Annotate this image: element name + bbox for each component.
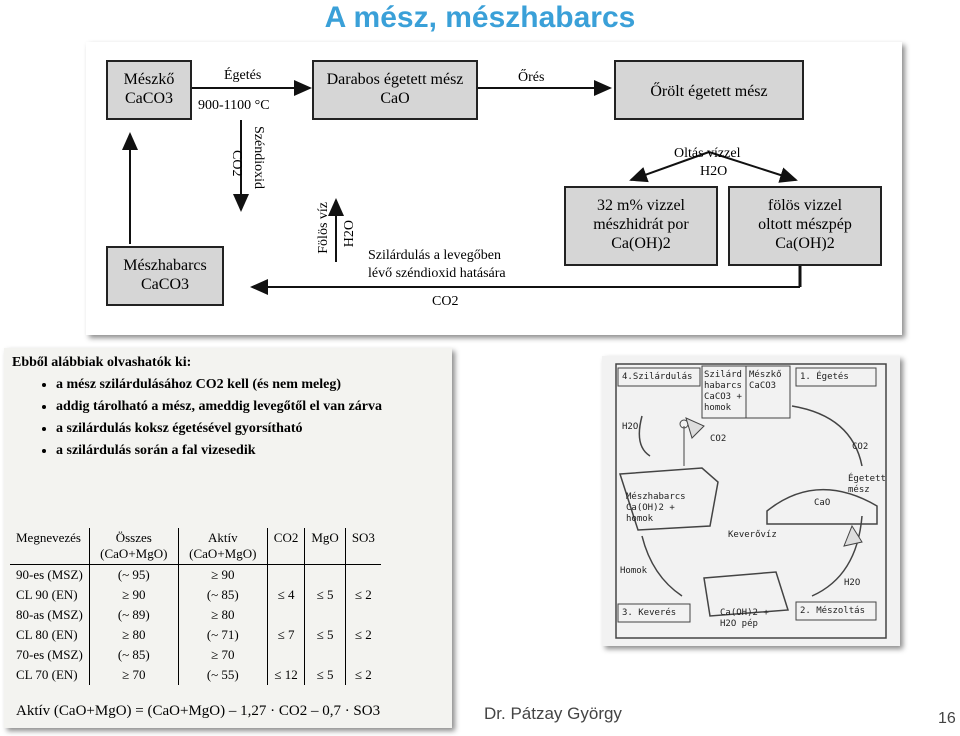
table-row: CL 90 (EN)≥ 90(~ 85)≤ 4≤ 5≤ 2: [10, 585, 381, 605]
sketch-top-right: Mészkő CaCO3: [749, 370, 782, 391]
note-item: a mész szilárdulásához CO2 kell (és nem …: [56, 376, 382, 394]
folos-box: fölös vizzel oltott mészpép Ca(OH)2: [728, 186, 882, 266]
note-item: a szilárdulás koksz égetésével gyorsítha…: [56, 420, 382, 438]
sketch-meszhabarcs: Mészhabarcs Ca(OH)2 + homok: [626, 492, 686, 524]
table-row: CL 70 (EN)≥ 70(~ 55)≤ 12≤ 5≤ 2: [10, 665, 381, 685]
szilardulas-label-2: lévő széndioxid hatására: [368, 266, 506, 281]
folos-viz-label: Fölös víz: [316, 202, 331, 254]
ores-label: Őrés: [518, 70, 545, 85]
notes-table-panel: Ebből alábbiak olvashatók ki: a mész szi…: [4, 348, 452, 728]
diagram-arrows: [122, 80, 802, 295]
table-header: Aktív (CaO+MgO): [178, 528, 268, 565]
orolt-box: Őrölt égetett mész: [614, 60, 804, 120]
table-header: CO2: [267, 528, 306, 565]
szilardulas-label-1: Szilárdulás a levegőben: [368, 248, 501, 263]
table-header: Összes (CaO+MgO): [89, 528, 179, 565]
sketch-cao: CaO: [814, 498, 831, 508]
darabos-box: Darabos égetett mész CaO: [312, 60, 478, 120]
sketch-step1: 1. Égetés: [800, 372, 849, 382]
sketch-cap: Ca(OH)2 + H2O pép: [720, 608, 769, 629]
table-row: CL 80 (EN)≥ 80(~ 71)≤ 7≤ 5≤ 2: [10, 625, 381, 645]
note-item: addig tárolható a mész, ameddig levegőtő…: [56, 398, 382, 416]
author-footer: Dr. Pátzay György: [484, 704, 622, 723]
sketch-co2-b: CO2: [852, 442, 869, 452]
table-row: 90-es (MSZ)(~ 95)≥ 90: [10, 564, 381, 585]
table-header: Megnevezés: [10, 528, 90, 565]
meszhabarcs-box: Mészhabarcs CaCO3: [106, 246, 224, 306]
meszhidrat-box: 32 m% vizzel mészhidrát por Ca(OH)2: [564, 186, 718, 266]
sketch-h2o: H2O: [622, 422, 639, 432]
table-header: SO3: [345, 528, 381, 565]
lime-spec-table: Megnevezés Összes (CaO+MgO) Aktív (CaO+M…: [10, 528, 381, 685]
notes-heading: Ebből alábbiak olvashatók ki:: [12, 355, 192, 370]
co2-vertical-label: CO2: [229, 150, 244, 177]
sketch-top-left: Szilárd habarcs CaCO3 + homok: [704, 370, 742, 413]
oltas-h2o-label: H2O: [700, 164, 728, 179]
oltas-label: Oltás vízzel: [674, 146, 741, 161]
meszko-box: Mészkő CaCO3: [106, 60, 192, 120]
sketch-step2: 2. Mészoltás: [800, 606, 866, 616]
temperature-label: 900-1100 °C: [198, 98, 270, 113]
sketch-drawing: [615, 363, 887, 639]
sketch-keveroviz: Keverővíz: [728, 530, 777, 540]
table-header-row: Megnevezés Összes (CaO+MgO) Aktív (CaO+M…: [10, 528, 381, 565]
sketch-h2o-b: H2O: [844, 578, 861, 588]
h2o-vertical-label: H2O: [342, 220, 357, 248]
sketch-egetett-mesz: Égetett mész: [848, 474, 886, 495]
notes-block: Ebből alábbiak olvashatók ki: a mész szi…: [12, 354, 382, 464]
page-title: A mész, mészhabarcs: [324, 1, 636, 34]
sketch-step4: 4.Szilárdulás: [622, 372, 693, 382]
table-row: 80-as (MSZ)(~ 89)≥ 80: [10, 605, 381, 625]
sketch-homok: Homok: [620, 566, 648, 576]
egetes-label: Égetés: [224, 68, 262, 83]
note-item: a szilárdulás során a fal vizesedik: [56, 442, 382, 460]
co2-bottom-label: CO2: [432, 294, 459, 309]
table-row: 70-es (MSZ)(~ 85)≥ 70: [10, 645, 381, 665]
szendioxid-label: Széndioxid: [251, 126, 266, 189]
page-number: 16: [938, 710, 956, 727]
table-header: MgO: [304, 528, 346, 565]
active-formula: Aktív (CaO+MgO) = (CaO+MgO) – 1,27 · CO2…: [16, 703, 381, 719]
sketch-step3: 3. Keverés: [622, 608, 677, 618]
process-diagram: Mészkő CaCO3 Égetés 900-1100 °C Darabos …: [86, 42, 902, 335]
lime-cycle-sketch: 4.Szilárdulás Szilárd habarcs CaCO3 + ho…: [602, 356, 900, 646]
sketch-co2-a: CO2: [710, 434, 727, 444]
